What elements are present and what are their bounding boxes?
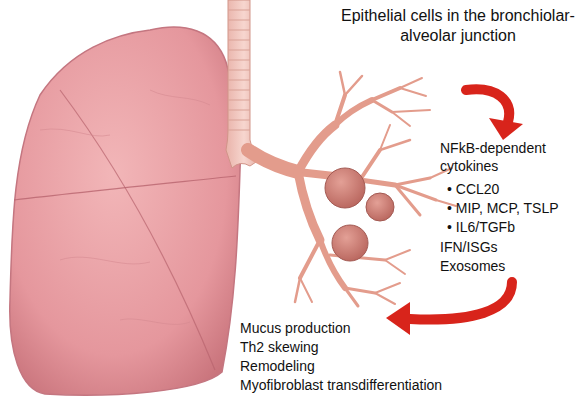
bronchial-tree-part: [300, 240, 320, 278]
effect-item: Myofibroblast transdifferentiation: [240, 377, 442, 395]
cytokine-item: • MIP, MCP, TSLP: [447, 200, 559, 218]
cycle-arrow-part: [466, 89, 509, 122]
mediator-label: IFN/ISGs: [440, 239, 498, 257]
bronchial-tree-part: [340, 72, 345, 95]
cycle-arrow-part: [489, 118, 523, 140]
lung-part: [60, 90, 215, 370]
lung-part: [40, 90, 210, 324]
bronchial-tree-part: [345, 288, 375, 293]
effect-item: Mucus production: [240, 320, 351, 338]
bronchial-tree-part: [400, 78, 422, 88]
tumor-mass: [325, 168, 394, 261]
bronchial-tree-part: [375, 283, 400, 293]
lung-part: [10, 27, 241, 395]
effect-item: Th2 skewing: [240, 339, 319, 357]
lung: [10, 27, 241, 395]
bronchial-tree-part: [385, 260, 405, 274]
bronchial-tree-part: [298, 172, 320, 240]
bronchial-tree-part: [392, 110, 430, 112]
bronchial-tree: [248, 72, 456, 306]
bronchial-tree-part: [380, 140, 410, 150]
cytokine-heading: NFkB-dependent cytokines: [440, 140, 565, 175]
bronchial-tree-part: [392, 112, 410, 126]
cycle-arrow-part: [410, 282, 512, 320]
bronchial-tree-part: [298, 125, 335, 172]
bronchial-tree-part: [248, 150, 298, 172]
bronchial-tree-part: [375, 293, 395, 304]
bronchial-tree-part: [400, 88, 426, 96]
bronchial-tree-part: [372, 100, 392, 112]
mediator-label: Exosomes: [440, 258, 505, 276]
cytokine-item: • IL6/TGFb: [447, 219, 515, 237]
bronchial-tree-part: [335, 95, 345, 125]
trachea-part: [226, 0, 262, 168]
cytokine-item: • CCL20: [447, 181, 499, 199]
effect-item: Remodeling: [240, 358, 315, 376]
tumor-mass-part: [332, 225, 368, 261]
bronchial-tree-part: [295, 278, 300, 302]
trachea: [226, 0, 262, 168]
region-label: Epithelial cells in the bronchiolar-alve…: [340, 6, 576, 46]
tumor-mass-part: [325, 168, 365, 208]
bronchial-tree-part: [360, 180, 395, 185]
bronchial-tree-part: [300, 278, 312, 302]
bronchial-tree-part: [360, 150, 380, 180]
bronchial-tree-part: [395, 185, 420, 215]
bronchial-tree-part: [385, 250, 410, 260]
bronchial-tree-part: [345, 76, 362, 95]
bronchial-tree-part: [372, 88, 400, 100]
bronchial-tree-part: [395, 178, 430, 185]
tumor-mass-part: [366, 193, 394, 221]
bronchial-tree-part: [380, 125, 390, 150]
cycle-arrow-part: [386, 302, 410, 335]
trachea-part: [228, 10, 250, 130]
